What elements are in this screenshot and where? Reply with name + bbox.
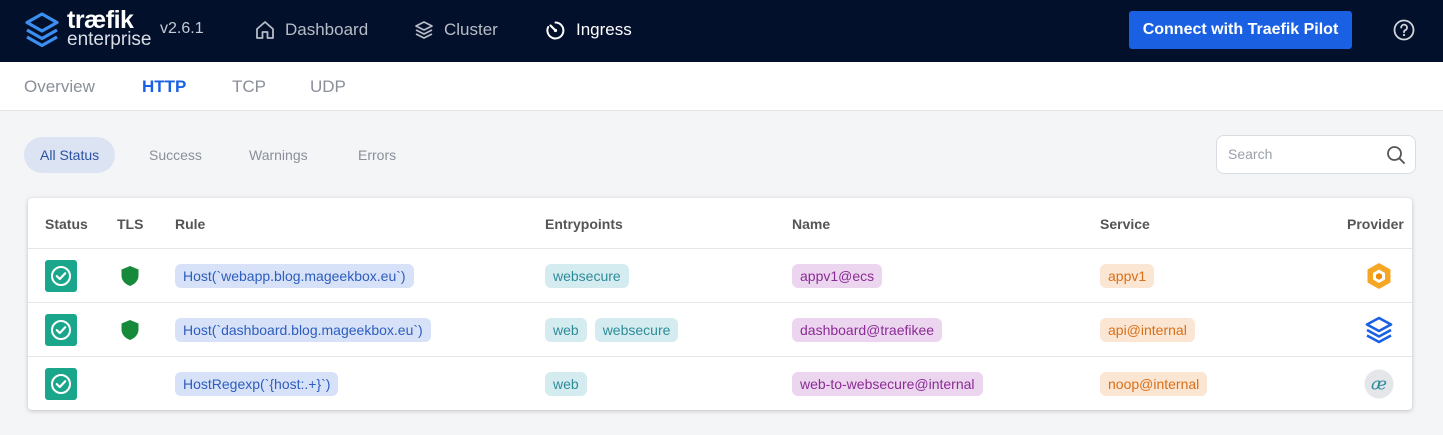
header-provider[interactable]: Provider	[1347, 216, 1404, 232]
table-row[interactable]: HostRegexp(`{host:.+}`) web web-to-webse…	[28, 356, 1412, 410]
header-entrypoints[interactable]: Entrypoints	[545, 216, 623, 232]
service-chip: noop@internal	[1100, 372, 1208, 396]
protocol-tabs: Overview HTTP TCP UDP	[0, 62, 1443, 111]
header-name[interactable]: Name	[792, 216, 831, 232]
brand-name[interactable]: træfik enterprise	[67, 6, 152, 50]
rule-chip: HostRegexp(`{host:.+}`)	[175, 372, 339, 396]
service-chip: appv1	[1100, 264, 1155, 288]
connect-pilot-button[interactable]: Connect with Traefik Pilot	[1129, 11, 1352, 49]
top-bar: træfik enterprise v2.6.1 Dashboard Clust…	[0, 0, 1443, 62]
home-icon	[256, 21, 274, 39]
filter-warnings[interactable]: Warnings	[249, 147, 308, 163]
filter-errors[interactable]: Errors	[358, 147, 397, 163]
internal-icon: æ	[1364, 369, 1394, 399]
nav-cluster-label: Cluster	[444, 20, 498, 39]
router-name-chip: appv1@ecs	[792, 264, 883, 288]
tab-udp[interactable]: UDP	[310, 77, 346, 96]
entrypoint-chip: web	[545, 372, 587, 396]
search-box	[1216, 135, 1416, 174]
nav-cluster[interactable]: Cluster	[414, 18, 498, 42]
traefikee-icon	[1365, 316, 1393, 344]
router-name-chip: dashboard@traefikee	[792, 318, 943, 342]
rule-chip: Host(`webapp.blog.mageekbox.eu`)	[175, 264, 414, 288]
nav-ingress[interactable]: Ingress	[545, 18, 632, 42]
search-icon[interactable]	[1386, 145, 1406, 165]
header-status[interactable]: Status	[45, 216, 88, 232]
tab-overview[interactable]: Overview	[24, 77, 95, 96]
layers-icon	[415, 21, 433, 39]
entrypoint-chip: websecure	[594, 318, 679, 342]
rule-chip: Host(`dashboard.blog.mageekbox.eu`)	[175, 318, 431, 342]
filter-success[interactable]: Success	[149, 147, 202, 163]
tls-shield-icon	[121, 320, 139, 340]
table-row[interactable]: Host(`dashboard.blog.mageekbox.eu`) web …	[28, 302, 1412, 356]
service-chip: api@internal	[1100, 318, 1195, 342]
svg-text:æ: æ	[1371, 375, 1387, 395]
ecs-icon	[1367, 263, 1391, 289]
nav-ingress-label: Ingress	[576, 20, 632, 39]
routers-table: Status TLS Rule Entrypoints Name Service…	[28, 198, 1412, 410]
table-row[interactable]: Host(`webapp.blog.mageekbox.eu`) websecu…	[28, 248, 1412, 302]
tab-http[interactable]: HTTP	[142, 77, 187, 96]
entrypoint-chip: websecure	[545, 264, 629, 288]
header-rule[interactable]: Rule	[175, 216, 206, 232]
tls-shield-icon	[121, 266, 139, 286]
brand-line-2: enterprise	[67, 29, 152, 50]
status-success-icon	[45, 260, 77, 292]
status-success-icon	[45, 314, 77, 346]
nav-dashboard[interactable]: Dashboard	[255, 18, 368, 42]
header-service[interactable]: Service	[1100, 216, 1150, 232]
traefik-logo-icon[interactable]	[24, 11, 60, 49]
gauge-icon	[546, 21, 565, 39]
version-label: v2.6.1	[160, 20, 204, 37]
status-success-icon	[45, 368, 77, 400]
tab-tcp[interactable]: TCP	[232, 77, 266, 96]
header-tls[interactable]: TLS	[117, 216, 144, 232]
filter-all-status[interactable]: All Status	[24, 137, 116, 173]
search-input[interactable]	[1228, 146, 1378, 162]
nav-dashboard-label: Dashboard	[285, 20, 369, 39]
entrypoint-chip: web	[545, 318, 587, 342]
brand-line-1: træfik	[67, 6, 134, 34]
help-icon[interactable]	[1393, 19, 1415, 41]
router-name-chip: web-to-websecure@internal	[792, 372, 983, 396]
